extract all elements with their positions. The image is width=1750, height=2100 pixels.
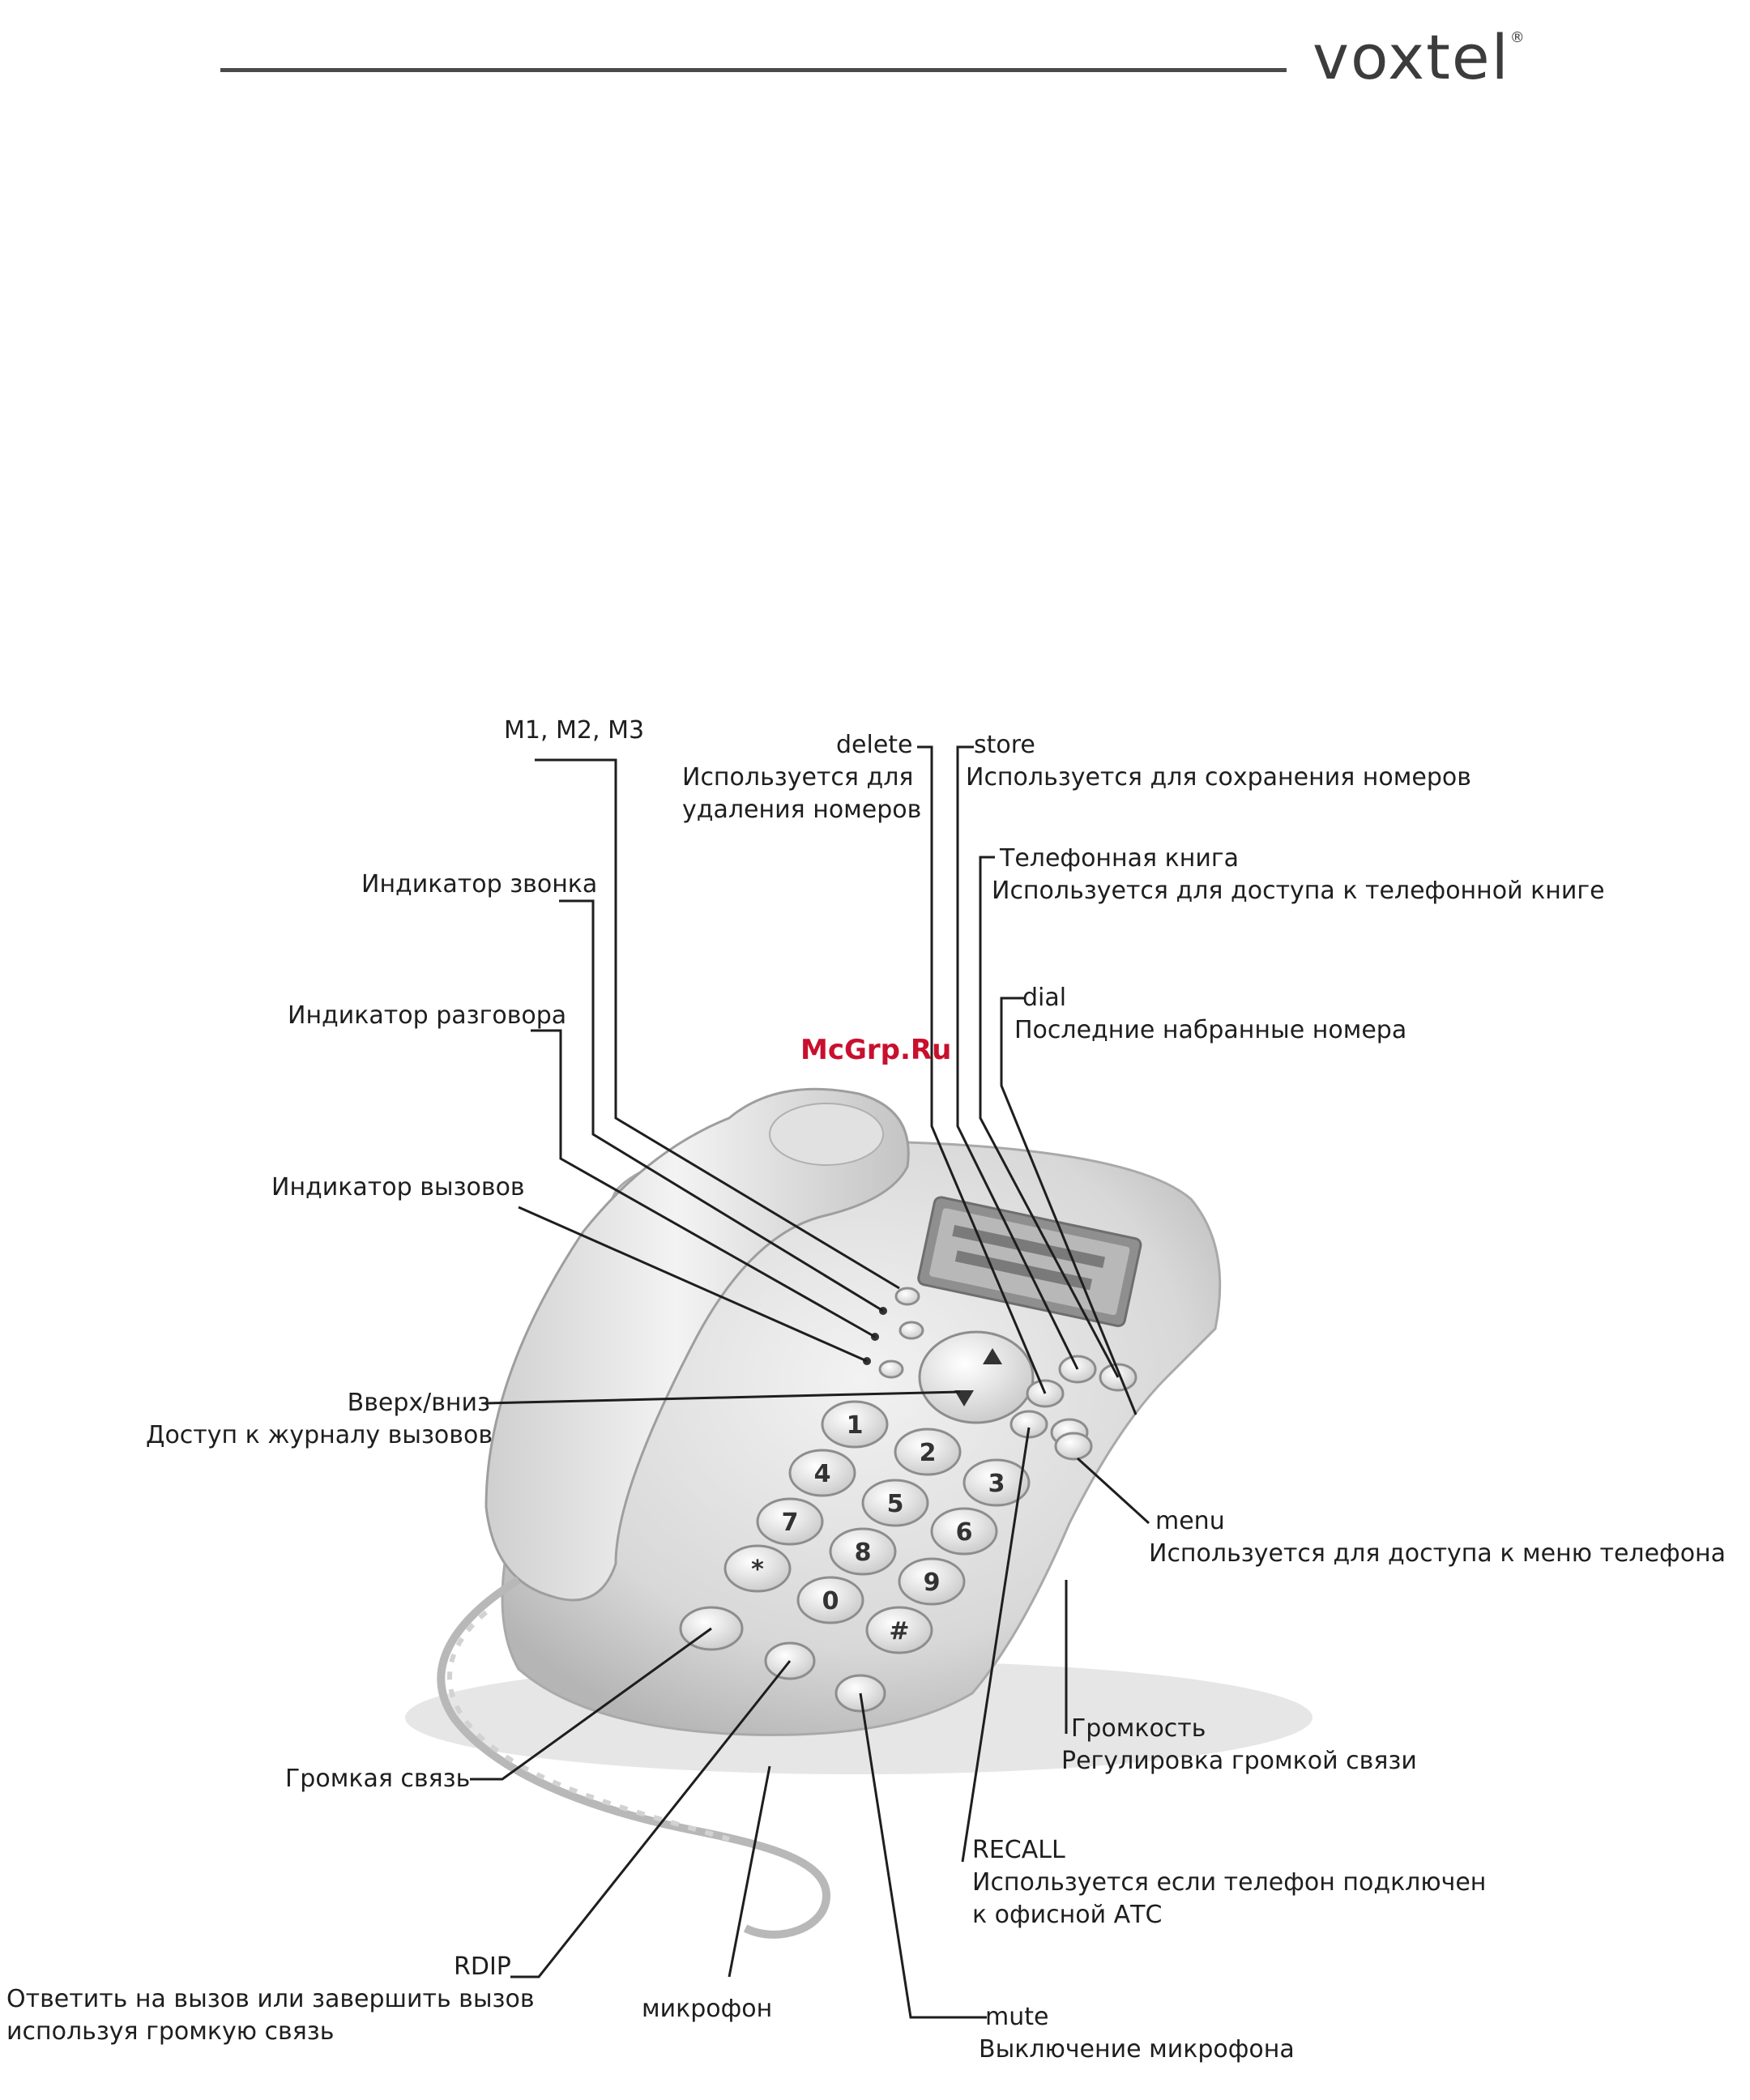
callout-microphone: микрофон xyxy=(642,1993,772,2025)
callout-desc: Используется для сохранения номеров xyxy=(966,763,1471,792)
callout-speaker: Громкая связь xyxy=(285,1763,470,1795)
keypad-label: # xyxy=(889,1617,909,1645)
callout-m-keys: M1, M2, M3 xyxy=(504,715,644,747)
callout-title: RDIP xyxy=(454,1953,511,1981)
keypad-key-5: 5 xyxy=(861,1479,929,1527)
callout-title: menu xyxy=(1155,1507,1225,1535)
keypad-label: 9 xyxy=(924,1569,941,1597)
callout-menu: menu Используется для доступа к меню тел… xyxy=(1149,1505,1726,1570)
callout-desc-1: Используется если телефон подключен xyxy=(972,1868,1487,1897)
callout-desc-1: Ответить на вызов или завершить вызов xyxy=(6,1985,535,2013)
handset xyxy=(484,1087,910,1602)
keypad-label: 7 xyxy=(782,1509,799,1537)
callout-desc-2: к офисной АТС xyxy=(972,1901,1163,1929)
leader-lines xyxy=(470,745,1150,2019)
callout-desc-2: удаления номеров xyxy=(682,796,922,824)
callout-recall: RECALL Используется если телефон подключ… xyxy=(972,1834,1486,1931)
callout-rdip: RDIP Ответить на вызов или завершить выз… xyxy=(6,1951,535,2048)
callout-desc: Последние набранные номера xyxy=(1014,1016,1407,1044)
keypad-label: 3 xyxy=(988,1470,1005,1498)
callout-title: M1, M2, M3 xyxy=(504,716,645,745)
keypad-label: 2 xyxy=(920,1439,937,1467)
callout-volume: Громкость Регулировка громкой связи xyxy=(1061,1713,1417,1778)
callout-dial: dial Последние набранные номера xyxy=(1014,982,1406,1047)
callout-desc: Доступ к журналу вызовов xyxy=(146,1421,493,1449)
keypad-key-9: 9 xyxy=(898,1557,966,1606)
callout-title: Индикатор вызовов xyxy=(271,1173,525,1202)
keypad-key-4: 4 xyxy=(788,1449,856,1497)
callout-title: RECALL xyxy=(972,1836,1065,1864)
nav-ring xyxy=(918,1330,1035,1424)
callout-delete: delete Используется для удаления номеров xyxy=(682,729,921,826)
keypad-key-8: 8 xyxy=(829,1527,897,1576)
callout-talk-indicator: Индикатор разговора xyxy=(288,1000,566,1032)
callout-phonebook: Телефонная книга Используется для доступ… xyxy=(992,843,1605,907)
callout-title: Вверх/вниз xyxy=(347,1389,490,1417)
callout-desc: Используется для доступа к меню телефона xyxy=(1149,1539,1727,1568)
brand-mark: ® xyxy=(1509,29,1526,46)
callout-title: микрофон xyxy=(642,1995,773,2023)
header-rule xyxy=(220,68,1287,72)
callout-title: Индикатор звонка xyxy=(361,870,598,898)
keypad-label: 8 xyxy=(855,1539,872,1567)
keypad-key-star: * xyxy=(723,1544,792,1593)
keypad-label: 4 xyxy=(814,1460,831,1488)
brand-name: vox xyxy=(1312,21,1427,93)
callout-store: store Используется для сохранения номеро… xyxy=(966,729,1471,794)
callout-title: dial xyxy=(1022,984,1067,1012)
callout-desc-1: Используется для xyxy=(682,763,914,792)
keypad-key-3: 3 xyxy=(962,1458,1031,1507)
keypad-key-7: 7 xyxy=(756,1497,824,1546)
callout-title: delete xyxy=(836,731,913,759)
brand-name-tail: tel xyxy=(1426,21,1510,93)
callout-desc: Используется для доступа к телефонной кн… xyxy=(992,877,1605,905)
callout-title: store xyxy=(974,731,1035,759)
callout-up-down: Вверх/вниз Доступ к журналу вызовов xyxy=(146,1387,493,1452)
keypad-label: 6 xyxy=(956,1518,973,1547)
keypad-key-6: 6 xyxy=(930,1507,998,1556)
callout-desc: Регулировка громкой связи xyxy=(1061,1747,1417,1775)
keypad-key-1: 1 xyxy=(821,1400,889,1449)
keypad-key-0: 0 xyxy=(796,1576,864,1624)
keypad-label: 1 xyxy=(847,1411,864,1440)
callout-ring-indicator: Индикатор звонка xyxy=(361,869,597,901)
callout-title: Громкая связь xyxy=(285,1765,471,1793)
keypad-label: * xyxy=(751,1556,764,1584)
callout-title: Громкость xyxy=(1071,1714,1206,1743)
callout-title: mute xyxy=(985,2003,1049,2031)
keypad-label: 0 xyxy=(822,1587,839,1616)
callout-desc-2: используя громкую связь xyxy=(6,2017,335,2046)
watermark: McGrp.Ru xyxy=(800,1034,952,1066)
keypad-key-hash: # xyxy=(865,1606,933,1654)
keypad: 1 2 3 4 5 6 7 8 9 * 0 # xyxy=(723,1400,1031,1654)
callout-calls-indicator: Индикатор вызовов xyxy=(271,1172,525,1204)
keypad-label: 5 xyxy=(887,1490,904,1518)
keypad-key-2: 2 xyxy=(894,1428,962,1476)
callout-desc: Выключение микрофона xyxy=(979,2035,1295,2064)
brand-logo: voxtel® xyxy=(1312,21,1526,93)
coiled-cord xyxy=(437,1576,831,1939)
callout-mute: mute Выключение микрофона xyxy=(979,2001,1295,2066)
callout-title: Телефонная книга xyxy=(1000,844,1239,873)
callout-title: Индикатор разговора xyxy=(288,1001,567,1030)
